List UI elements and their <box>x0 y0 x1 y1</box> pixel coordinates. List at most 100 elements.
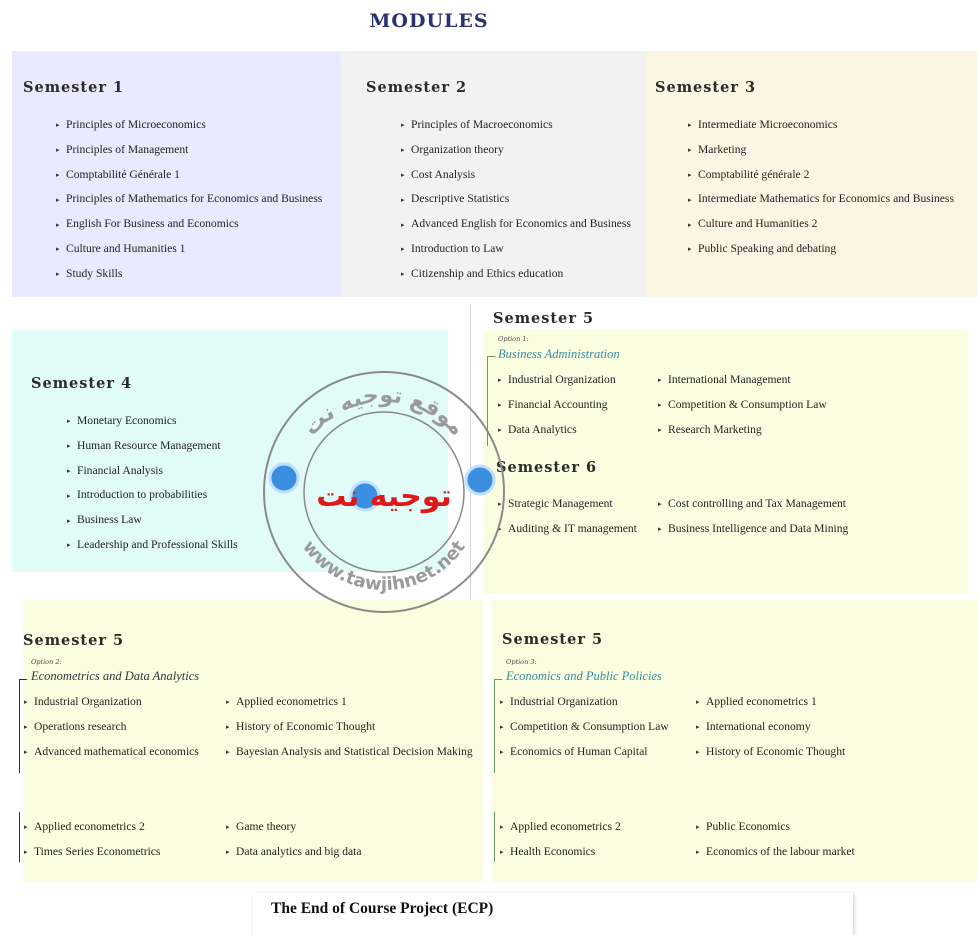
list-item: ▸Comptabilité Générale 1 <box>56 163 322 188</box>
list-item: ▸Study Skills <box>56 262 322 287</box>
list-item-label: Principles of Microeconomics <box>66 118 206 131</box>
bullet-icon: ▸ <box>696 823 700 832</box>
semester-2-panel: Semester 2 ▸Principles of Macroeconomics… <box>341 51 646 297</box>
list-item-label: Organization theory <box>411 142 504 156</box>
bullet-icon: ▸ <box>401 195 405 204</box>
bullet-icon: ▸ <box>498 376 502 385</box>
list-item-label: International economy <box>706 719 811 733</box>
list-item: ▸English For Business and Economics <box>56 212 322 237</box>
list-item: ▸Applied econometrics 1 <box>226 690 473 715</box>
list-item: ▸ Principles of Management <box>56 138 322 163</box>
bullet-icon: ▸ <box>498 525 502 534</box>
list-item-label: Advanced English for Economics and Busin… <box>411 217 631 231</box>
list-item: ▸International economy <box>696 715 845 740</box>
list-item: ▸Public Speaking and debating <box>688 237 954 262</box>
bullet-icon: ▸ <box>56 195 60 204</box>
list-item-label: Principles of Macroeconomics <box>411 118 553 131</box>
bullet-icon: ▸ <box>658 376 662 385</box>
list-item-label: Auditing & IT management <box>508 521 637 535</box>
list-item-label: Competition & Consumption Law <box>668 397 827 411</box>
list-item-label: Introduction to Law <box>411 241 504 255</box>
bullet-icon: ▸ <box>696 848 700 857</box>
bullet-icon: ▸ <box>688 195 692 204</box>
list-item: ▸Game theory <box>226 815 362 840</box>
bullet-icon: ▸ <box>696 747 700 756</box>
bullet-icon: ▸ <box>226 848 230 857</box>
option-1-semester-6-title: Semester 6 <box>496 459 598 476</box>
bullet-icon: ▸ <box>67 442 71 451</box>
list-item-label: Applied econometrics 2 <box>34 820 145 833</box>
option-3-sem5-right: ▸Applied econometrics 1▸International ec… <box>696 690 845 764</box>
option-1-tag: Option 1: <box>498 335 529 343</box>
bullet-icon: ▸ <box>226 823 230 832</box>
option-2-bracket <box>19 679 20 773</box>
list-item: ▸Applied econometrics 1 <box>696 690 845 715</box>
list-item: ▸Leadership and Professional Skills <box>67 533 238 558</box>
option-3-semester-5-title: Semester 5 <box>502 631 604 648</box>
bullet-icon: ▸ <box>56 270 60 279</box>
list-item: ▸ Applied econometrics 2 <box>24 815 160 840</box>
list-item-label: Monetary Economics <box>77 414 177 427</box>
option-1-bracket <box>487 356 488 446</box>
option-3-bracket-top <box>494 679 502 680</box>
list-item-label: Descriptive Statistics <box>411 192 510 206</box>
globe-icon <box>464 464 496 496</box>
bullet-icon: ▸ <box>56 245 60 254</box>
bullet-icon: ▸ <box>56 146 60 155</box>
bullet-icon: ▸ <box>498 500 502 509</box>
option-1-semester-5-title: Semester 5 <box>493 310 595 327</box>
semester-1-panel: Semester 1 ▸Principles of Microeconomics… <box>12 51 341 297</box>
list-item-label: Culture and Humanities 2 <box>698 217 818 231</box>
list-item: ▸Financial Accounting <box>498 393 616 418</box>
option-1-name: Business Administration <box>498 347 620 361</box>
list-item: ▸Business Law <box>67 508 238 533</box>
option-1-bracket-top <box>487 356 495 357</box>
list-item: ▸Economics of the labour market <box>696 840 855 865</box>
list-item-label: English For Business and Economics <box>66 217 239 231</box>
bullet-icon: ▸ <box>688 245 692 254</box>
ecp-title: The End of Course Project (ECP) <box>271 900 494 917</box>
option-3-sem6-right: ▸Public Economics▸Economics of the labou… <box>696 815 855 865</box>
list-item-label: Data Analytics <box>508 422 577 436</box>
list-item-label: Times Series Econometrics <box>34 844 161 858</box>
list-item-label: Industrial Organization <box>510 695 618 708</box>
bullet-icon: ▸ <box>24 823 28 832</box>
list-item: ▸ Principles of Mathematics for Economics… <box>56 187 322 212</box>
bullet-icon: ▸ <box>401 245 405 254</box>
watermark-arabic-center: توجيه نت <box>316 479 452 514</box>
list-item-label: Applied econometrics 2 <box>510 820 621 833</box>
list-item: ▸Public Economics <box>696 815 855 840</box>
list-item: ▸ Descriptive Statistics <box>401 187 631 212</box>
option-2-sem6-left: ▸ Applied econometrics 2▸ Times Series Eco… <box>24 815 160 865</box>
option-2-sem6-right: ▸Game theory▸Data analytics and big data <box>226 815 362 865</box>
bullet-icon: ▸ <box>688 146 692 155</box>
option-1-sem5-left: ▸Industrial Organization▸Financial Accou… <box>498 368 616 442</box>
bullet-icon: ▸ <box>67 491 71 500</box>
option-3-sem6-left: ▸Applied econometrics 2▸Health Economics <box>500 815 621 865</box>
list-item: ▸Culture and Humanities 1 <box>56 237 322 262</box>
bullet-icon: ▸ <box>688 170 692 179</box>
list-item-label: Marketing <box>698 142 747 156</box>
bullet-icon: ▸ <box>500 747 504 756</box>
list-item-label: Principles of Mathematics for Economics … <box>66 192 323 206</box>
list-item: ▸ Data Analytics <box>498 418 616 443</box>
list-item-label: International Management <box>668 373 791 386</box>
bullet-icon: ▸ <box>56 121 60 130</box>
option-2-sem5-right: ▸Applied econometrics 1▸History of Econo… <box>226 690 473 764</box>
list-item-label: Business Intelligence and Data Mining <box>668 521 849 535</box>
list-item-label: Introduction to probabilities <box>77 488 208 502</box>
bullet-icon: ▸ <box>498 425 502 434</box>
option-2-name: Econometrics and Data Analytics <box>31 669 200 683</box>
bullet-icon: ▸ <box>401 121 405 130</box>
semester-2-list: ▸ Principles of Macroeconomics ▸ Organizati… <box>401 113 631 287</box>
globe-icon <box>349 480 381 512</box>
list-item-label: Financial Analysis <box>77 463 163 477</box>
bullet-icon: ▸ <box>500 698 504 707</box>
option-1-sem6-left: ▸Strategic Management▸Auditing & IT mana… <box>498 492 637 542</box>
list-item: ▸ Introduction to Law <box>401 237 631 262</box>
globe-icon <box>268 462 300 494</box>
bullet-icon: ▸ <box>500 723 504 732</box>
list-item-label: Principles of Management <box>66 142 189 156</box>
bullet-icon: ▸ <box>67 466 71 475</box>
list-item-label: Data analytics and big data <box>236 844 362 858</box>
